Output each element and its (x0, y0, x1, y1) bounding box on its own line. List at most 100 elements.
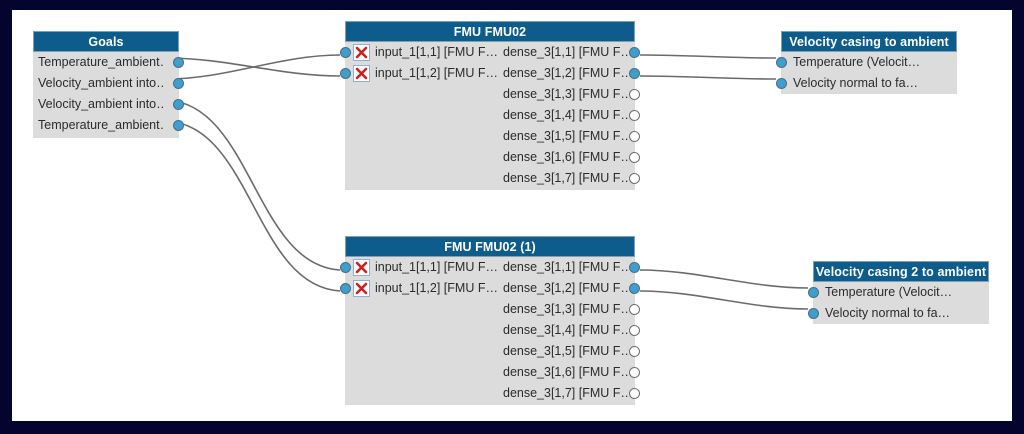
ambient2-port-row[interactable]: Temperature (Velocit… (808, 282, 989, 303)
fmu1-output-port-3[interactable] (629, 110, 640, 121)
ambient2-port-row[interactable]: Velocity normal to fa… (808, 303, 989, 324)
fmu1-input-port-0[interactable] (340, 47, 351, 58)
fmu1-row: dense_3[1,6] [FMU F… (345, 147, 640, 168)
fmu1-output-label: dense_3[1,2] [FMU F… (503, 66, 633, 80)
fmu2-node-body: input_1[1,1] [FMU F… dense_3[1,1] [FMU F… (340, 257, 640, 405)
fmu2-output-port-3[interactable] (629, 325, 640, 336)
fmu1-row: dense_3[1,7] [FMU F… (345, 168, 640, 189)
fmu2-output-port-0[interactable] (629, 262, 640, 273)
goals-output-port-2[interactable] (173, 99, 184, 110)
goals-port-row[interactable]: Velocity_ambient into… (33, 94, 184, 115)
ambient1-port-row[interactable]: Velocity normal to fa… (776, 73, 957, 94)
goals-output-port-0[interactable] (173, 57, 184, 68)
fmu1-input-label: input_1[1,1] [FMU F… (375, 45, 498, 59)
x-icon[interactable] (353, 280, 370, 297)
ambient2-port-label: Temperature (Velocit… (825, 285, 953, 299)
fmu1-node[interactable]: FMU FMU02 input_1[1,1] [FMU F… dense_3[1… (340, 21, 640, 190)
fmu1-node-title: FMU FMU02 (345, 21, 635, 42)
fmu2-row: input_1[1,2] [FMU F… dense_3[1,2] [FMU F… (340, 278, 640, 299)
ambient1-node-title: Velocity casing to ambient (781, 31, 957, 52)
fmu2-output-label: dense_3[1,6] [FMU F… (503, 365, 633, 379)
x-icon[interactable] (353, 65, 370, 82)
fmu1-output-label: dense_3[1,3] [FMU F… (503, 87, 633, 101)
goals-output-port-3[interactable] (173, 120, 184, 131)
fmu2-output-label: dense_3[1,1] [FMU F… (503, 260, 633, 274)
fmu1-output-port-2[interactable] (629, 89, 640, 100)
fmu1-output-label: dense_3[1,7] [FMU F… (503, 171, 633, 185)
edge-goals0-fmu1in1 (166, 57, 341, 77)
fmu1-row: input_1[1,1] [FMU F… dense_3[1,1] [FMU F… (340, 42, 640, 63)
fmu2-row: dense_3[1,7] [FMU F… (345, 383, 640, 404)
fmu2-input-label: input_1[1,2] [FMU F… (375, 281, 498, 295)
fmu2-output-port-2[interactable] (629, 304, 640, 315)
fmu2-row: dense_3[1,5] [FMU F… (345, 341, 640, 362)
ambient1-port-label: Velocity normal to fa… (793, 76, 919, 90)
ambient1-input-port-0[interactable] (776, 57, 787, 68)
fmu2-node[interactable]: FMU FMU02 (1) input_1[1,1] [FMU F… dense… (340, 236, 640, 405)
goals-port-label: Velocity_ambient into… (38, 76, 165, 90)
fmu1-row: dense_3[1,3] [FMU F… (345, 84, 640, 105)
edge-fmu2out0-amb2p0 (639, 269, 809, 289)
fmu1-row: dense_3[1,5] [FMU F… (345, 126, 640, 147)
goals-port-label: Temperature_ambient… (38, 118, 165, 132)
fmu2-input-label: input_1[1,1] [FMU F… (375, 260, 498, 274)
fmu2-output-port-4[interactable] (629, 346, 640, 357)
fmu1-row: input_1[1,2] [FMU F… dense_3[1,2] [FMU F… (340, 63, 640, 84)
fmu1-node-body: input_1[1,1] [FMU F… dense_3[1,1] [FMU F… (340, 42, 640, 190)
ambient1-port-row[interactable]: Temperature (Velocit… (776, 52, 957, 73)
goals-node-body: Temperature_ambient… Velocity_ambient in… (33, 52, 184, 138)
fmu1-output-label: dense_3[1,5] [FMU F… (503, 129, 633, 143)
ambient1-node[interactable]: Velocity casing to ambient Temperature (… (776, 31, 957, 94)
edge-goals1-fmu1in0 (166, 54, 341, 80)
x-icon[interactable] (353, 44, 370, 61)
fmu2-output-label: dense_3[1,3] [FMU F… (503, 302, 633, 316)
fmu1-output-port-5[interactable] (629, 152, 640, 163)
fmu2-output-label: dense_3[1,4] [FMU F… (503, 323, 633, 337)
x-icon[interactable] (353, 259, 370, 276)
fmu1-output-label: dense_3[1,1] [FMU F… (503, 45, 633, 59)
goals-port-row[interactable]: Velocity_ambient into… (33, 73, 184, 94)
fmu1-output-label: dense_3[1,4] [FMU F… (503, 108, 633, 122)
ambient1-input-port-1[interactable] (776, 78, 787, 89)
fmu2-output-port-6[interactable] (629, 388, 640, 399)
fmu1-output-port-6[interactable] (629, 173, 640, 184)
fmu2-output-port-1[interactable] (629, 283, 640, 294)
ambient2-node-body: Temperature (Velocit… Velocity normal to… (808, 282, 989, 324)
edge-fmu1out0-amb1p0 (639, 54, 777, 59)
goals-node[interactable]: Goals Temperature_ambient… Velocity_ambi… (33, 31, 184, 138)
fmu2-row: dense_3[1,3] [FMU F… (345, 299, 640, 320)
fmu2-output-port-5[interactable] (629, 367, 640, 378)
ambient2-input-port-1[interactable] (808, 308, 819, 319)
goals-port-row[interactable]: Temperature_ambient… (33, 115, 184, 136)
edge-goals2-fmu2in0 (166, 99, 341, 271)
fmu2-input-port-0[interactable] (340, 262, 351, 273)
fmu2-node-title: FMU FMU02 (1) (345, 236, 635, 257)
goals-port-label: Temperature_ambient… (38, 55, 165, 69)
diagram-canvas[interactable]: Goals Temperature_ambient… Velocity_ambi… (12, 10, 1012, 421)
goals-port-label: Velocity_ambient into… (38, 97, 165, 111)
fmu2-output-label: dense_3[1,7] [FMU F… (503, 386, 633, 400)
fmu2-input-port-1[interactable] (340, 283, 351, 294)
fmu2-output-label: dense_3[1,2] [FMU F… (503, 281, 633, 295)
ambient2-node[interactable]: Velocity casing 2 to ambient Temperature… (808, 261, 989, 324)
ambient2-port-label: Velocity normal to fa… (825, 306, 951, 320)
fmu1-row: dense_3[1,4] [FMU F… (345, 105, 640, 126)
fmu2-row: input_1[1,1] [FMU F… dense_3[1,1] [FMU F… (340, 257, 640, 278)
fmu1-input-label: input_1[1,2] [FMU F… (375, 66, 498, 80)
goals-port-row[interactable]: Temperature_ambient… (33, 52, 184, 73)
fmu1-output-port-4[interactable] (629, 131, 640, 142)
fmu1-input-port-1[interactable] (340, 68, 351, 79)
fmu2-output-label: dense_3[1,5] [FMU F… (503, 344, 633, 358)
edge-fmu1out1-amb1p1 (639, 75, 777, 80)
goals-node-title: Goals (33, 31, 179, 52)
goals-output-port-1[interactable] (173, 78, 184, 89)
ambient2-input-port-0[interactable] (808, 287, 819, 298)
fmu2-row: dense_3[1,4] [FMU F… (345, 320, 640, 341)
edge-fmu2out1-amb2p1 (639, 290, 809, 310)
edge-goals3-fmu2in1 (166, 120, 341, 292)
fmu1-output-port-1[interactable] (629, 68, 640, 79)
fmu2-row: dense_3[1,6] [FMU F… (345, 362, 640, 383)
ambient1-port-label: Temperature (Velocit… (793, 55, 921, 69)
fmu1-output-port-0[interactable] (629, 47, 640, 58)
